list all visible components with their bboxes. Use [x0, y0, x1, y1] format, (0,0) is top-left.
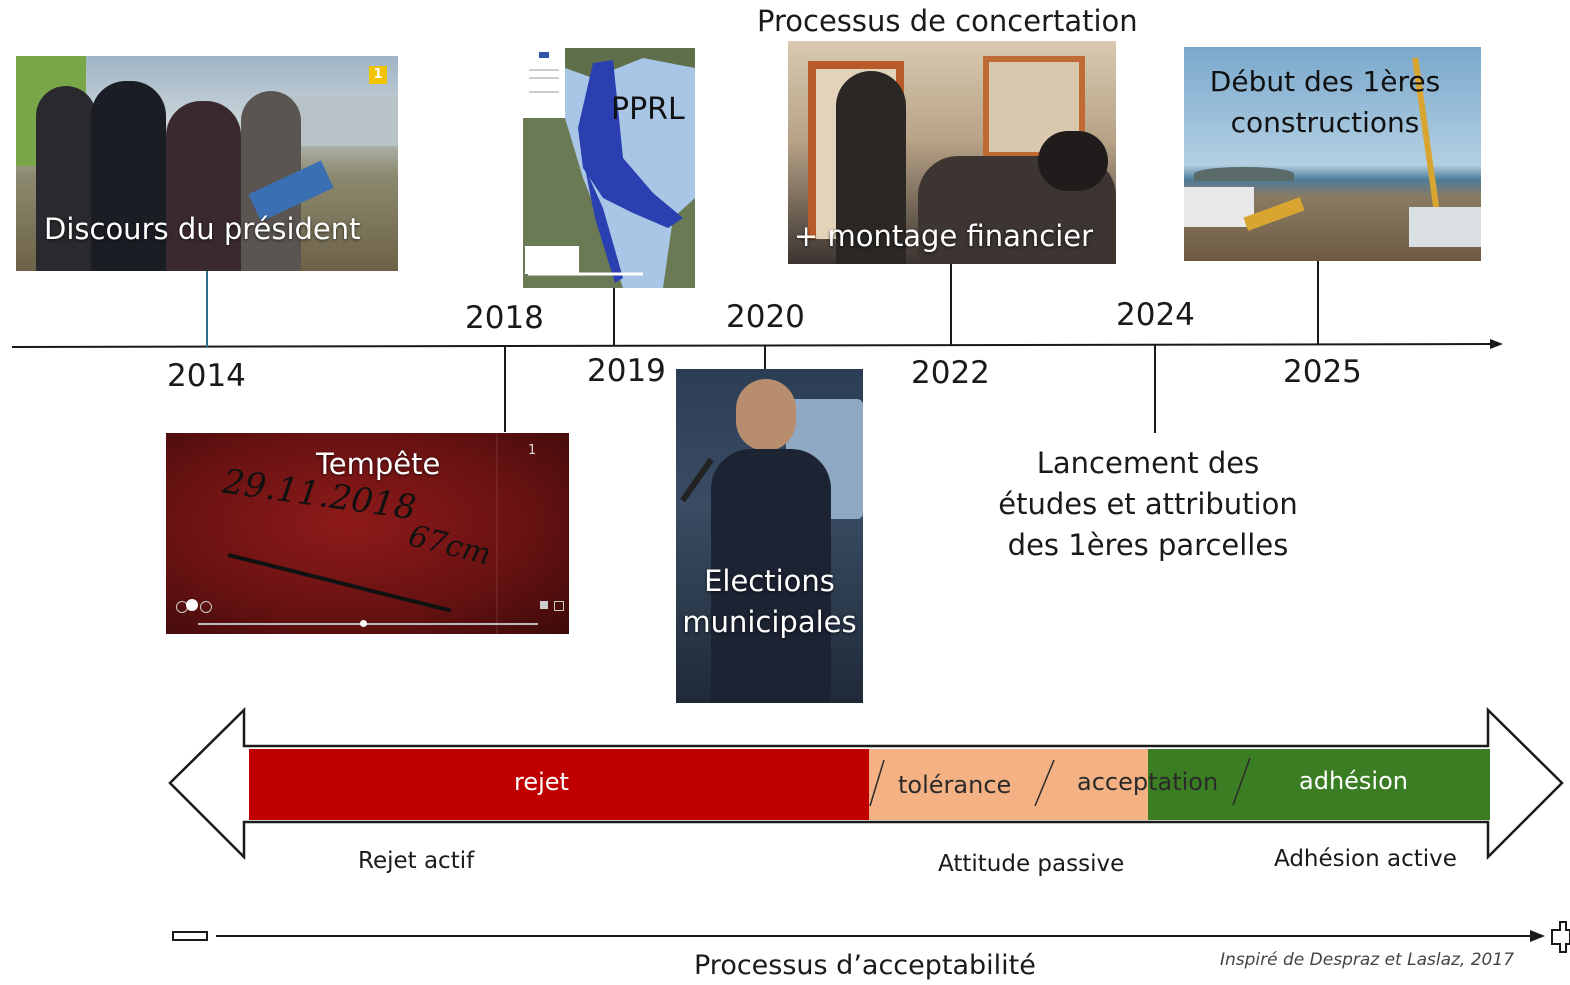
fullscreen-icon[interactable] — [554, 601, 564, 611]
process-arrowhead — [1530, 930, 1545, 942]
concertation-caption: + montage financier — [794, 219, 1094, 253]
forward-icon[interactable] — [200, 601, 212, 613]
studies-text: Lancement des études et attribution des … — [988, 443, 1308, 566]
label-rejet-actif: Rejet actif — [358, 848, 475, 874]
building — [1184, 187, 1254, 227]
studies-line2: études et attribution — [998, 487, 1298, 521]
speaker-head — [736, 379, 796, 451]
construction-structure — [1409, 207, 1481, 247]
map-legend-bottom — [525, 246, 579, 274]
separator-slash — [1034, 759, 1055, 807]
timeline-axis — [11, 343, 1493, 348]
video-progress-track[interactable] — [198, 623, 538, 625]
segment-adhesion — [1148, 749, 1490, 820]
credit-label: Inspiré de Despraz et Laslaz, 2017 — [1220, 950, 1515, 970]
play-icon[interactable] — [186, 599, 198, 611]
construction-photo: Début des 1ères constructions — [1184, 47, 1481, 261]
republic-logo — [539, 52, 549, 58]
label-acceptation: acceptation — [1077, 768, 1219, 796]
volume-icon[interactable] — [540, 601, 548, 609]
year-2025: 2025 — [1283, 354, 1362, 390]
label-attitude-passive: Attitude passive — [938, 851, 1125, 877]
label-adhesion: adhésion — [1299, 767, 1408, 795]
separator-slash — [869, 759, 885, 807]
person-silhouette — [166, 101, 241, 271]
person-silhouette — [91, 81, 166, 271]
timeline-arrowhead — [1490, 339, 1503, 349]
segment-rejet — [249, 749, 869, 820]
flood-zone — [585, 168, 623, 283]
construction-caption-line2: constructions — [1230, 106, 1420, 139]
president-caption: Discours du président — [44, 212, 361, 246]
pprl-label: PPRL — [611, 92, 685, 127]
elections-caption: Elections municipales — [676, 561, 863, 643]
flood-zone — [578, 60, 683, 228]
label-adhesion-active: Adhésion active — [1274, 846, 1457, 872]
elections-photo: Elections municipales — [676, 369, 863, 703]
person-silhouette — [36, 86, 96, 271]
channel-logo: 1 — [369, 66, 387, 84]
studies-line1: Lancement des — [1036, 446, 1260, 480]
storm-video-frame: Tempête 29.11.2018 67cm 1 — [166, 433, 569, 634]
video-reflection — [496, 433, 498, 634]
process-label: Processus d’acceptabilité — [694, 950, 1036, 981]
speaker-body — [711, 449, 831, 703]
island-silhouette — [1194, 167, 1294, 181]
map-legend-box — [523, 48, 565, 118]
pprl-map-drawing — [523, 48, 695, 288]
year-2014: 2014 — [167, 358, 246, 394]
construction-caption: Début des 1ères constructions — [1184, 61, 1466, 143]
storm-caption: Tempête — [316, 447, 441, 481]
concertation-title: Processus de concertation — [757, 4, 1138, 38]
speaker-silhouette — [836, 71, 906, 264]
year-2019: 2019 — [587, 353, 666, 389]
concertation-photo: + montage financier — [788, 41, 1116, 264]
year-2020: 2020 — [726, 299, 805, 335]
year-2018: 2018 — [465, 300, 544, 336]
elections-caption-line1: Elections — [704, 564, 835, 598]
president-photo: 1 Discours du président — [16, 56, 398, 271]
separator-slash — [1232, 757, 1251, 806]
storm-channel-logo: 1 — [528, 443, 537, 458]
label-rejet: rejet — [514, 768, 569, 796]
land-right — [663, 198, 695, 288]
land-left — [523, 118, 623, 288]
elections-caption-line2: municipales — [682, 605, 857, 639]
audience-silhouette — [1038, 131, 1108, 191]
label-tolerance: tolérance — [898, 771, 1012, 799]
year-2022: 2022 — [911, 355, 990, 391]
studies-line3: des 1ères parcelles — [1007, 528, 1289, 562]
plus-icon — [1551, 921, 1570, 953]
minus-icon — [172, 931, 208, 941]
construction-caption-line1: Début des 1ères — [1209, 65, 1441, 98]
pprl-map: PPRL — [523, 48, 695, 288]
segment-tolerance — [869, 749, 1148, 820]
year-2024: 2024 — [1116, 297, 1195, 333]
video-progress-thumb[interactable] — [360, 620, 367, 627]
